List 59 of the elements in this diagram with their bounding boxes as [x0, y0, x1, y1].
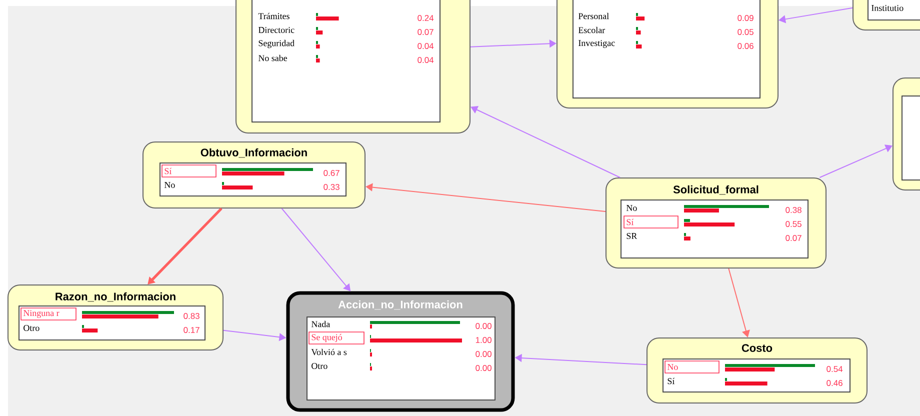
- network-node: [646, 338, 868, 404]
- state-label: Investigac: [578, 40, 615, 48]
- probability-value: 0.46: [826, 380, 842, 386]
- selected-state-label: Sí: [624, 216, 678, 228]
- probability-value: 0.24: [418, 15, 434, 21]
- state-label: Institutio: [872, 5, 904, 12]
- state-label: No: [626, 205, 637, 211]
- node-title: Costo: [742, 344, 772, 352]
- probability-value: 0.00: [476, 323, 492, 329]
- state-label: Seguridad: [258, 40, 294, 48]
- network-node: [556, 0, 778, 108]
- selected-state-label: Se quejó: [308, 332, 364, 344]
- state-label: No sabe: [258, 54, 288, 62]
- probability-value: 0.07: [418, 29, 434, 35]
- state-label: Otro: [312, 363, 328, 370]
- node-title: Obtuvo_Informacion: [200, 148, 307, 158]
- state-label: Trámites: [258, 12, 290, 20]
- probability-value: 0.07: [786, 235, 802, 241]
- state-label: Personal: [578, 12, 609, 20]
- state-label: Directoric: [258, 27, 294, 34]
- network-node: [236, 0, 470, 134]
- probability-value: 0.17: [184, 327, 200, 333]
- selected-state-label: No: [664, 360, 720, 374]
- probability-value: 0.55: [786, 221, 802, 227]
- probability-value: 0.09: [738, 15, 754, 21]
- network-node: [286, 291, 515, 412]
- state-label: SR: [626, 233, 638, 240]
- selected-state-label: Ninguna r: [20, 308, 76, 320]
- probability-value: 0.83: [184, 313, 200, 319]
- arrow: [819, 144, 892, 178]
- arrow: [148, 208, 222, 284]
- probability-value: 0.06: [738, 43, 754, 49]
- probability-value: 0.00: [476, 365, 492, 371]
- probability-value: 0.04: [418, 57, 434, 63]
- state-label: No: [164, 182, 175, 188]
- probability-value: 0.05: [738, 29, 754, 35]
- state-label: Sí: [668, 378, 675, 384]
- state-label: Otro: [24, 325, 40, 332]
- state-label: Escolar: [578, 26, 606, 34]
- network-node: [892, 78, 920, 190]
- arrow: [728, 268, 750, 338]
- probability-value: 1.00: [476, 337, 492, 343]
- network-node: [606, 178, 826, 268]
- node-title: Razon_no_Informacion: [56, 292, 176, 302]
- probability-value: 0.54: [826, 366, 843, 372]
- probability-value: 0.04: [418, 43, 434, 49]
- probability-value: 0.38: [786, 207, 802, 213]
- node-title: Solicitud_formal: [673, 185, 758, 195]
- network-node: [142, 142, 366, 208]
- node-title: Accion_no_Informacion: [338, 300, 462, 310]
- selected-state-label: Sí: [162, 164, 216, 178]
- probability-value: 0.67: [324, 170, 340, 176]
- arrow: [470, 106, 621, 178]
- state-label: Volvió a s: [311, 348, 347, 356]
- probability-value: 0.33: [324, 184, 340, 190]
- state-label: Nada: [311, 320, 330, 328]
- network-node: [8, 284, 224, 350]
- network-node: [852, 0, 920, 30]
- probability-value: 0.00: [476, 351, 492, 357]
